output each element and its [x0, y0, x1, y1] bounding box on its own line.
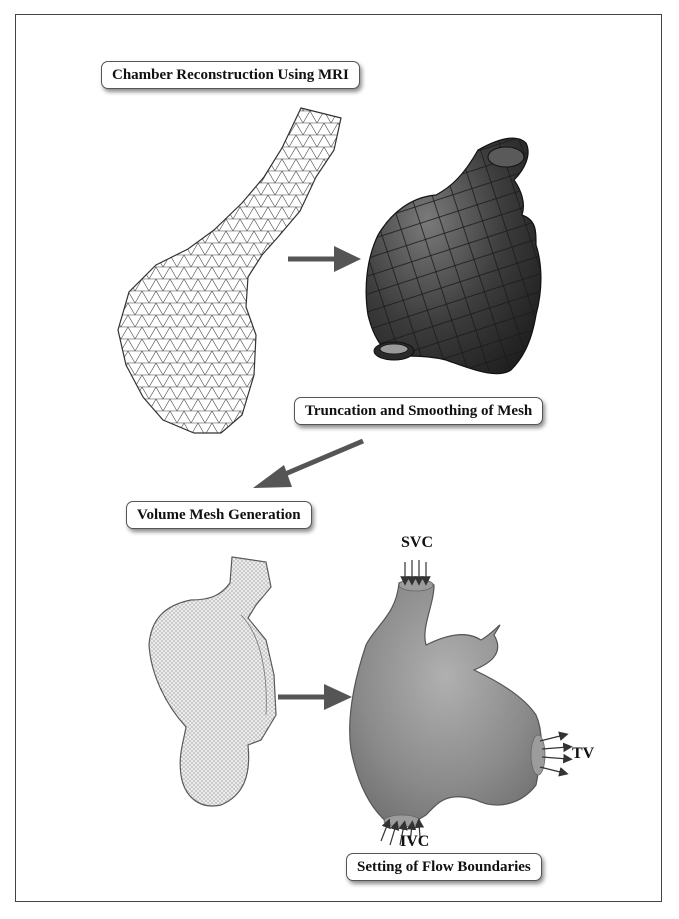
- svc-label: SVC: [401, 534, 433, 552]
- label-volume-mesh-generation: Volume Mesh Generation: [126, 501, 312, 529]
- volume-mesh: [149, 557, 276, 806]
- flow-boundary-model: [350, 560, 568, 845]
- label-truncation-smoothing: Truncation and Smoothing of Mesh: [294, 397, 543, 425]
- label-chamber-reconstruction: Chamber Reconstruction Using MRI: [101, 61, 360, 89]
- tv-label: TV: [572, 745, 594, 763]
- figure-canvas: [16, 15, 663, 903]
- surface-mesh-wireframe: [118, 108, 341, 433]
- figure-frame: Chamber Reconstruction Using MRI Truncat…: [15, 14, 662, 902]
- smoothed-quad-mesh: [366, 138, 541, 374]
- label-flow-boundaries: Setting of Flow Boundaries: [346, 853, 542, 881]
- arrow-to-smoothed-mesh: [288, 246, 361, 272]
- arrow-to-flow-model: [278, 684, 352, 710]
- svc-flow-arrows: [405, 560, 426, 581]
- arrow-to-volume-mesh: [253, 441, 363, 488]
- ivc-label: IVC: [400, 833, 429, 851]
